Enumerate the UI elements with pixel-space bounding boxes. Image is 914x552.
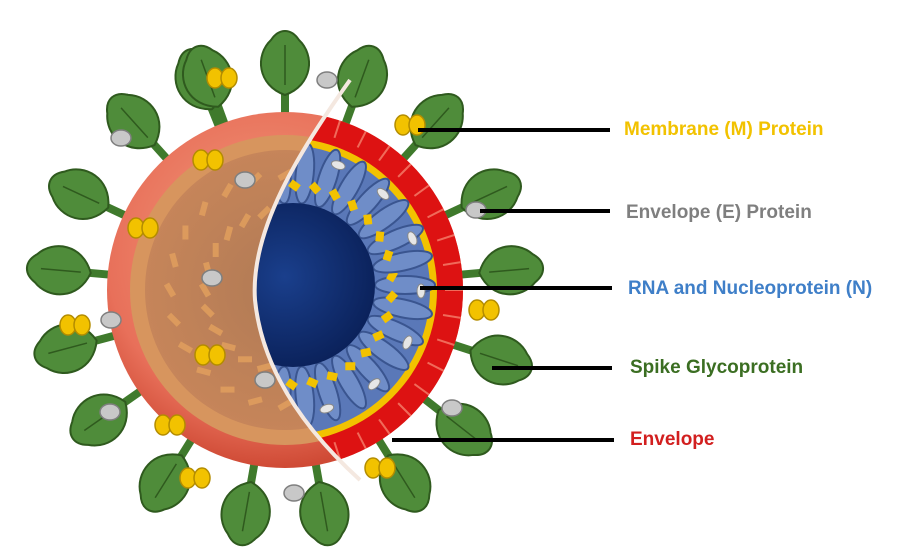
- envelope-protein-icon: [442, 400, 462, 416]
- envelope-protein-icon: [284, 485, 304, 501]
- envelope-protein-icon: [101, 312, 121, 328]
- label-envelope: Envelope: [630, 430, 714, 449]
- envelope-protein-icon: [111, 130, 131, 146]
- membrane-protein-icon: [180, 468, 210, 488]
- label-membrane-protein: Membrane (M) Protein: [624, 120, 824, 139]
- envelope-protein-icon: [317, 72, 337, 88]
- envelope-protein-icon: [235, 172, 255, 188]
- label-envelope-protein: Envelope (E) Protein: [626, 203, 812, 222]
- envelope-protein-icon: [100, 404, 120, 420]
- label-spike-glycoprotein: Spike Glycoprotein: [630, 358, 803, 377]
- envelope-protein-icon: [255, 372, 275, 388]
- membrane-protein-icon: [469, 300, 499, 320]
- label-rna-nucleoprotein: RNA and Nucleoprotein (N): [628, 279, 872, 298]
- envelope-protein-icon: [202, 270, 222, 286]
